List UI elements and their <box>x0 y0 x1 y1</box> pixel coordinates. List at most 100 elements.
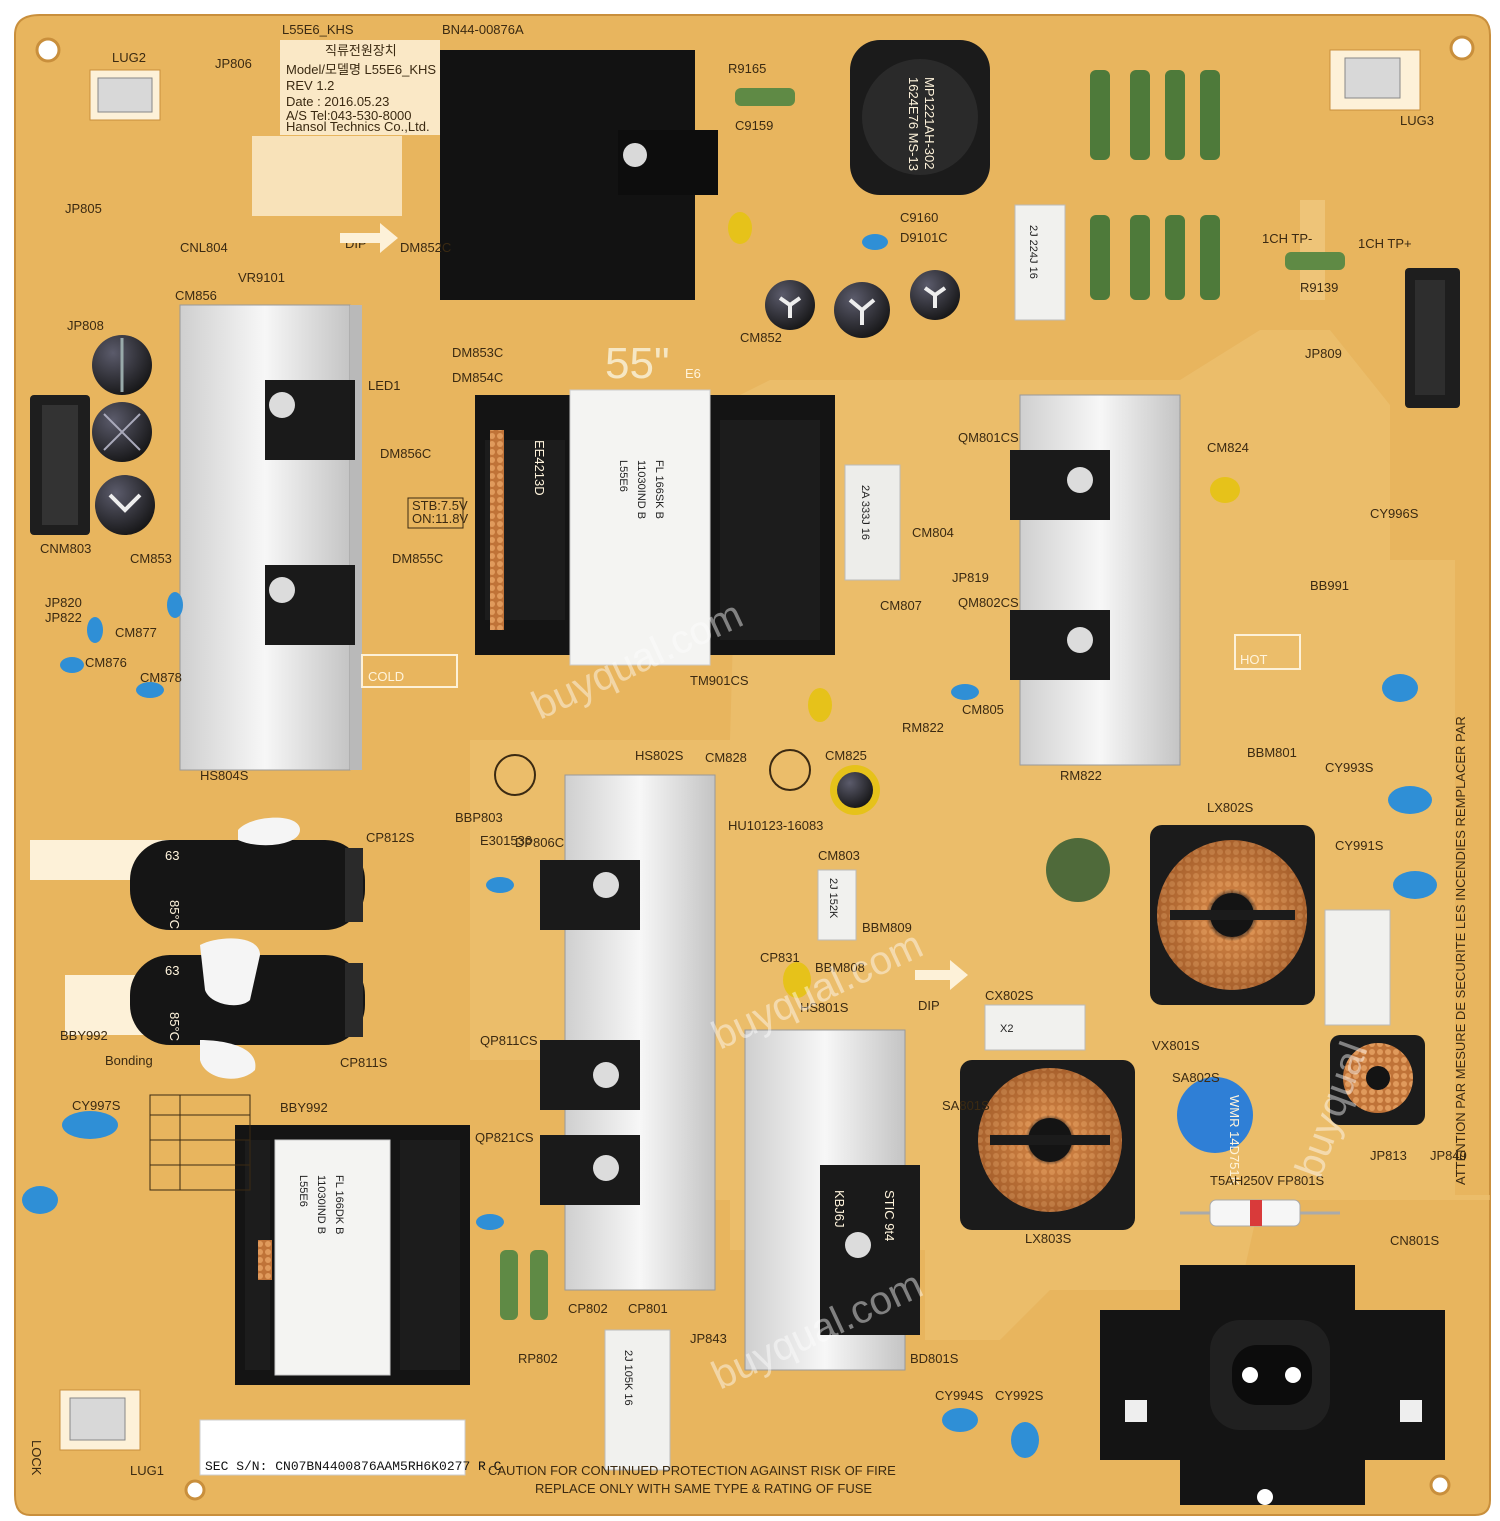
size-marking: 55" <box>605 339 670 388</box>
ref-cx802s: CX802S <box>985 988 1034 1003</box>
ref-hs802s: HS802S <box>635 748 684 763</box>
heatsink-hs803s: RM822 <box>1010 394 1181 783</box>
info-model: Model/모델명 L55E6_KHS <box>286 62 436 77</box>
heatsink-hs801s: KBJ6J STIC 9t4 <box>744 1029 920 1371</box>
choke-lx801s <box>1330 1035 1425 1125</box>
lp-text-1: L55E6 <box>297 1175 309 1207</box>
bridge-text-2: STIC 9t4 <box>882 1190 897 1241</box>
top-inductor: MP1221AH-302 1624E76 MS-13 <box>850 40 990 195</box>
silk-band <box>1300 200 1325 300</box>
resistor-r9165 <box>735 88 795 106</box>
ref-sa802s: SA802S <box>1172 1070 1220 1085</box>
ref-bby992: BBY992 <box>60 1028 108 1043</box>
ref-r9165: R9165 <box>728 61 766 76</box>
x2-cap-right <box>1324 909 1391 1026</box>
cold-label: COLD <box>368 669 404 684</box>
board-model-label: L55E6_KHS <box>282 22 354 37</box>
ref-rm822: RM822 <box>902 720 944 735</box>
ref-jp808: JP808 <box>67 318 104 333</box>
ref-jp849: JP849 <box>1430 1148 1467 1163</box>
ref-jp806: JP806 <box>215 56 252 71</box>
ref-dm853c: DM853C <box>452 345 503 360</box>
electrolytic-cap <box>92 402 152 462</box>
ref-jp819: JP819 <box>952 570 989 585</box>
ref-cnm803: CNM803 <box>40 541 91 556</box>
cap-text: 63 <box>165 848 179 863</box>
ref-c9160: C9160 <box>900 210 938 225</box>
tm-side-text: EE4213D <box>532 440 547 496</box>
dip-arrow-left <box>340 223 398 253</box>
y-caps <box>22 234 1437 1458</box>
main-transformer: L55E6 11030IND B FL 166SK B EE4213D TM90… <box>475 389 835 688</box>
ref-cm804: CM804 <box>912 525 954 540</box>
barcode <box>210 1426 455 1454</box>
lug2-label: LUG2 <box>112 50 146 65</box>
fuse-fp801s <box>1180 1199 1340 1227</box>
lp-text-3: FL 166DK B <box>333 1175 345 1235</box>
film-cap-cp801: 2J 105K 16 <box>604 1329 671 1471</box>
ref-cp802: CP802 <box>568 1301 608 1316</box>
cp801-text: 2J 105K 16 <box>622 1350 634 1406</box>
transformer-lp801cs: L55E6 11030IND B FL 166DK B BBY992 <box>235 1100 470 1385</box>
bridge-text-1: KBJ6J <box>832 1190 847 1228</box>
ref-cm828: CM828 <box>705 750 747 765</box>
info-rev: REV 1.2 <box>286 78 334 93</box>
ref-cm805: CM805 <box>962 702 1004 717</box>
ref-cm807: CM807 <box>880 598 922 613</box>
film-cap-cm803: 2J 152K <box>817 869 857 941</box>
lp801cs-label: BBY992 <box>280 1100 328 1115</box>
bulk-cap-cp812s: 63 85°C <box>130 840 365 930</box>
yellow-cap <box>728 212 752 244</box>
ref-cm876: CM876 <box>85 655 127 670</box>
mounting-hole <box>184 1479 206 1501</box>
lp-text-2: 11030IND B <box>315 1175 327 1234</box>
ref-cp811s: CP811S <box>340 1055 388 1070</box>
cx802s-text: X2 <box>1000 1023 1013 1035</box>
mov-vx801s: WMR 14D751K <box>1177 1077 1253 1186</box>
film-cap-tp-text: 2J 224J 16 <box>1027 225 1039 279</box>
electrolytic-cap <box>910 270 960 320</box>
heatsink-hs804s: HS804S <box>179 304 362 783</box>
lug1-label: LUG1 <box>130 1463 164 1478</box>
tm-text-2: 11030IND B <box>635 460 647 519</box>
kc-code: HU10123-16083 <box>728 818 823 833</box>
ref-bb991: BB991 <box>1310 578 1349 593</box>
yellow-cap <box>1210 477 1240 503</box>
ref-dm855c: DM855C <box>392 551 443 566</box>
ref-cm852: CM852 <box>740 330 782 345</box>
ul-code: E301536 <box>480 833 532 848</box>
info-date: Date : 2016.05.23 <box>286 94 389 109</box>
lug-top-left: LUG2 <box>89 50 161 121</box>
ref-led1: LED1 <box>368 378 401 393</box>
cap-temp: 85°C <box>167 1012 182 1041</box>
ref-c9159: C9159 <box>735 118 773 133</box>
film-cap-tp: 2J 224J 16 <box>1014 204 1066 321</box>
ref-cp812s: CP812S <box>366 830 415 845</box>
mounting-hole <box>35 37 61 63</box>
fuse-rating: T5AH250V FP801S <box>1210 1173 1325 1188</box>
ref-jp822: JP822 <box>45 610 82 625</box>
ref-bbp803: BBP803 <box>455 810 503 825</box>
series-marking: E6 <box>685 366 701 381</box>
caution-text: CAUTION FOR CONTINUED PROTECTION AGAINST… <box>488 1463 896 1496</box>
ref-jp813: JP813 <box>1370 1148 1407 1163</box>
connector-cnl802 <box>1405 268 1460 408</box>
info-as: A/S Tel:043-530-8000 <box>286 108 412 123</box>
ref-cp831: CP831 <box>760 950 800 965</box>
ref-lx802s: LX802S <box>1207 800 1254 815</box>
ref-jp843: JP843 <box>690 1331 727 1346</box>
hot-box: HOT <box>1234 634 1301 670</box>
table-silk <box>149 1094 251 1191</box>
lug-top-right: LUG3 <box>1329 49 1434 128</box>
tm901cs-label: TM901CS <box>690 673 749 688</box>
ref-bd801s: BD801S <box>910 1351 959 1366</box>
inductor-text-2: 1624E76 MS-13 <box>906 77 921 171</box>
yellow-cap <box>783 962 811 998</box>
bonding-glue <box>200 938 260 1006</box>
ref-qp811cs: QP811CS <box>480 1033 538 1048</box>
ref-cy992s: CY992S <box>995 1388 1044 1403</box>
ref-cm825: CM825 <box>825 748 867 763</box>
cap-temp: 85°C <box>167 900 182 929</box>
ref-cn801s: CN801S <box>1390 1233 1439 1248</box>
